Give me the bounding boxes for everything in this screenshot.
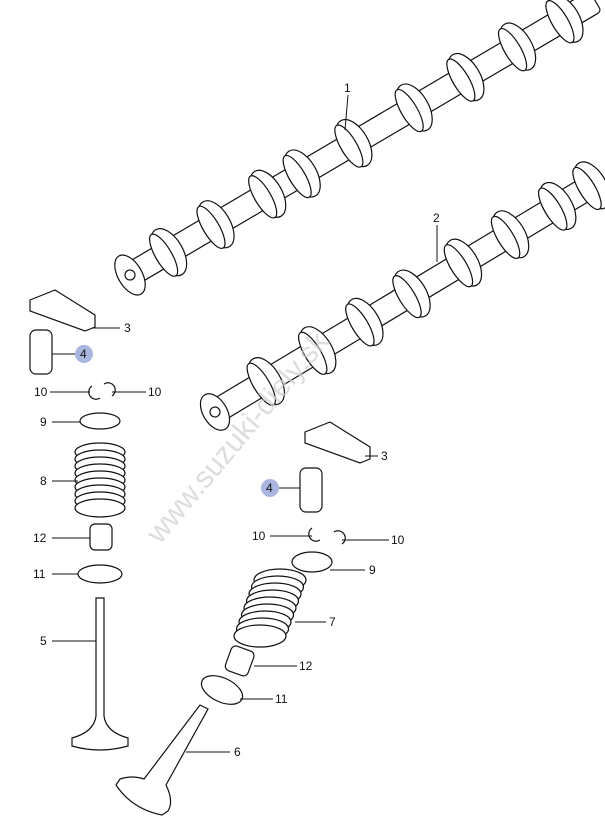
valve-spring-left xyxy=(74,442,126,518)
callout-9[interactable]: 9 xyxy=(40,415,47,429)
valve-seal-right xyxy=(224,645,255,677)
retainer-left xyxy=(79,412,121,430)
spring-coil xyxy=(74,498,126,518)
cam-lobe-edge xyxy=(392,275,422,319)
retainer-right xyxy=(291,551,333,573)
rocker-arm-left xyxy=(29,289,96,332)
valve-seal-left xyxy=(89,523,113,551)
cam-lobe-edge xyxy=(248,175,278,219)
leader-lines xyxy=(50,94,438,753)
cam-lobe-edge xyxy=(149,233,179,277)
camshaft-exhaust xyxy=(199,161,605,431)
callout-3[interactable]: 3 xyxy=(124,321,131,335)
cam-lobe-edge xyxy=(446,58,476,102)
callout-12[interactable]: 12 xyxy=(33,531,47,545)
callout-7[interactable]: 7 xyxy=(329,615,336,629)
cam-lobe-edge xyxy=(282,154,312,199)
callout-10[interactable]: 10 xyxy=(34,385,48,399)
highlight-marker-left xyxy=(75,345,93,363)
cam-lobe-edge xyxy=(537,187,568,231)
cam-lobe-edge xyxy=(345,303,375,347)
valve-right xyxy=(115,704,209,816)
cam-lobe-edge xyxy=(196,205,226,249)
callout-11[interactable]: 11 xyxy=(275,692,288,706)
cam-lobe-edge xyxy=(246,362,277,406)
spring-seat-left xyxy=(77,564,123,584)
cam-lobe-edge xyxy=(490,215,521,259)
cam-lobe-edge xyxy=(334,124,364,168)
callout-9[interactable]: 9 xyxy=(369,563,376,577)
cam-lobe-edge xyxy=(297,331,328,375)
callout-6[interactable]: 6 xyxy=(234,745,241,759)
callout-1[interactable]: 1 xyxy=(344,81,351,95)
spring-seat-right xyxy=(200,675,244,705)
cotter-right xyxy=(308,527,346,545)
valve-left xyxy=(71,597,129,751)
lash-adjuster-right xyxy=(299,467,323,513)
cotter-left xyxy=(88,382,116,400)
callout-10[interactable]: 10 xyxy=(252,529,266,543)
cam-lobe-edge xyxy=(443,244,474,288)
highlight-marker-right xyxy=(261,479,279,497)
lash-adjuster-left xyxy=(29,329,53,375)
cam-lobe-edge xyxy=(497,27,528,72)
callout-4[interactable]: 4 xyxy=(80,347,87,361)
valve-spring-right xyxy=(233,568,307,648)
callout-3[interactable]: 3 xyxy=(381,449,388,463)
callout-2[interactable]: 2 xyxy=(433,211,440,225)
callout-4[interactable]: 4 xyxy=(266,481,273,495)
cam-lobe-edge xyxy=(545,0,575,44)
rocker-arm-right xyxy=(304,421,371,464)
callout-5[interactable]: 5 xyxy=(40,634,47,648)
callout-10[interactable]: 10 xyxy=(391,533,405,547)
callout-12[interactable]: 12 xyxy=(299,659,313,673)
callout-8[interactable]: 8 xyxy=(40,474,47,488)
camshaft-intake xyxy=(114,0,601,296)
cam-lobe-edge xyxy=(394,88,424,133)
callout-10[interactable]: 10 xyxy=(148,385,162,399)
callout-11[interactable]: 11 xyxy=(33,567,46,581)
cam-lobe-edge xyxy=(572,166,602,211)
spring-coil xyxy=(233,624,287,648)
